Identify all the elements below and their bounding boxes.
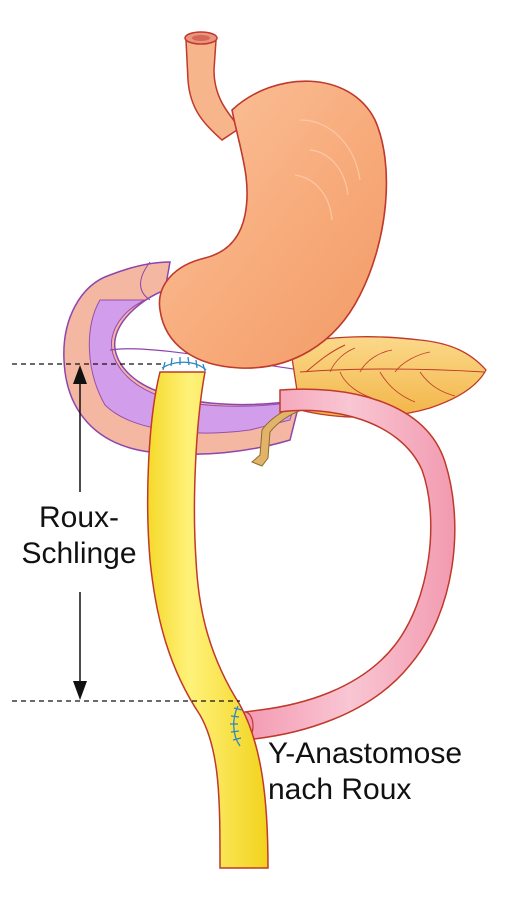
roux-schlinge-label: Roux- Schlinge bbox=[4, 500, 154, 572]
reference-lines bbox=[12, 363, 240, 702]
esophagus bbox=[184, 31, 242, 141]
y-anastomose-line-2: nach Roux bbox=[268, 773, 412, 806]
y-anastomose-line-1: Y-Anastomose bbox=[268, 737, 463, 770]
arrow-up-head bbox=[73, 365, 87, 384]
gastrojejunal-suture bbox=[161, 356, 207, 372]
length-arrow bbox=[73, 365, 87, 700]
roux-schlinge-line-2: Schlinge bbox=[21, 537, 137, 570]
stomach bbox=[158, 80, 388, 369]
roux-schlinge-line-1: Roux- bbox=[38, 501, 120, 534]
y-anastomosis-suture bbox=[230, 705, 243, 747]
y-anastomose-label: Y-Anastomose nach Roux bbox=[268, 736, 462, 808]
arrow-down-head bbox=[73, 681, 87, 700]
